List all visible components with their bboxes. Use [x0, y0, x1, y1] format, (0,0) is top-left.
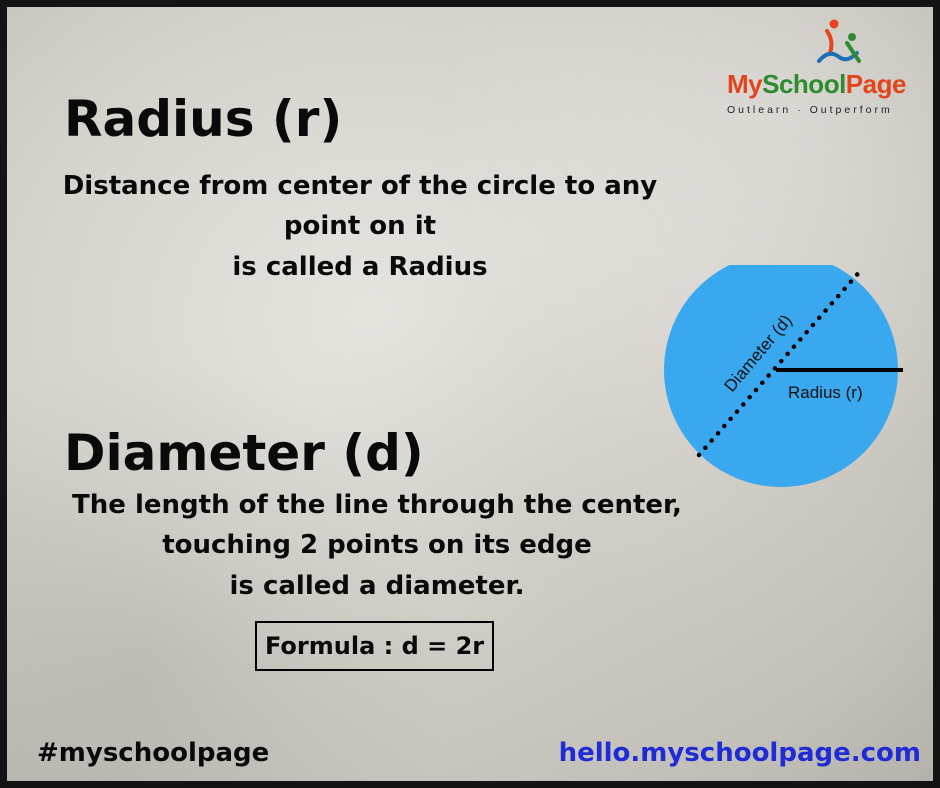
diameter-line-1: The length of the line through the cente… — [72, 490, 682, 520]
diameter-heading: Diameter (d) — [64, 424, 424, 482]
logo-figure-icon — [817, 19, 861, 63]
radius-line-1: Distance from center of the circle to an… — [62, 171, 658, 201]
circle-diagram: Diameter (d) Radius (r) — [664, 265, 903, 487]
logo-wordmark: MySchoolPage — [727, 69, 906, 100]
radius-line-3: is called a Radius — [232, 251, 488, 282]
diameter-line-2: touching 2 points on its edge — [162, 530, 592, 561]
website-link[interactable]: hello.myschoolpage.com — [558, 738, 921, 768]
radius-heading: Radius (r) — [64, 90, 343, 148]
circle-shape — [664, 265, 898, 487]
logo-tagline: Outlearn · Outperform — [727, 104, 893, 116]
diameter-definition: The length of the line through the cente… — [47, 485, 707, 606]
poster-canvas: MySchoolPage Outlearn · Outperform Radiu… — [7, 7, 933, 781]
diameter-line-3: is called a diameter. — [229, 570, 525, 601]
hashtag-text: #myschoolpage — [37, 738, 270, 768]
logo-word-my: My — [727, 69, 763, 99]
radius-line-2: point on it — [283, 211, 437, 242]
radius-label: Radius (r) — [788, 383, 863, 402]
diameter-line — [696, 266, 865, 458]
logo-word-school: School — [762, 69, 846, 99]
radius-definition: Distance from center of the circle to an… — [30, 166, 690, 287]
myschoolpage-logo: MySchoolPage Outlearn · Outperform — [719, 15, 933, 125]
logo-word-page: Page — [845, 69, 907, 99]
formula-box: Formula : d = 2r — [255, 621, 495, 671]
